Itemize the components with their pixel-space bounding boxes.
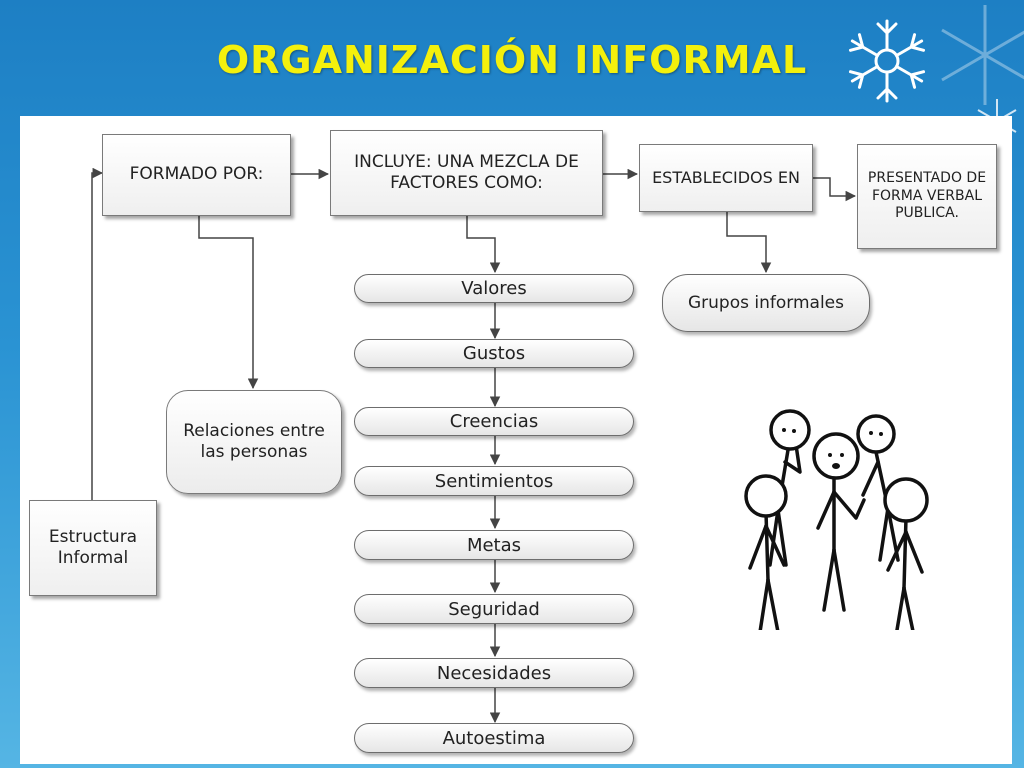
factor-autoestima: Autoestima	[354, 723, 634, 753]
factor-gustos: Gustos	[354, 339, 634, 368]
factor-valores: Valores	[354, 274, 634, 303]
factor-metas: Metas	[354, 530, 634, 560]
connector-lines	[91, 167, 857, 724]
factor-necesidades: Necesidades	[354, 658, 634, 688]
factor-seguridad: Seguridad	[354, 594, 634, 624]
formado-por-box: FORMADO POR:	[102, 134, 291, 216]
estructura-informal-box: Estructura Informal	[29, 500, 157, 596]
establecidos-box: ESTABLECIDOS EN	[639, 144, 813, 212]
snowflake-icon	[941, 5, 1024, 105]
group-of-people-illustration	[744, 409, 929, 630]
concept-map: FORMADO POR: INCLUYE: UNA MEZCLA DE FACT…	[20, 116, 1012, 764]
grupos-informales-box: Grupos informales	[662, 274, 870, 332]
slide-title: ORGANIZACIÓN INFORMAL	[216, 38, 808, 82]
relaciones-box: Relaciones entre las personas	[166, 390, 342, 494]
presentado-box: PRESENTADO DE FORMA VERBAL PUBLICA.	[857, 144, 997, 249]
factor-creencias: Creencias	[354, 407, 634, 436]
incluye-box: INCLUYE: UNA MEZCLA DE FACTORES COMO:	[330, 130, 603, 216]
factor-sentimientos: Sentimientos	[354, 466, 634, 496]
snowflake-icon	[846, 19, 928, 103]
